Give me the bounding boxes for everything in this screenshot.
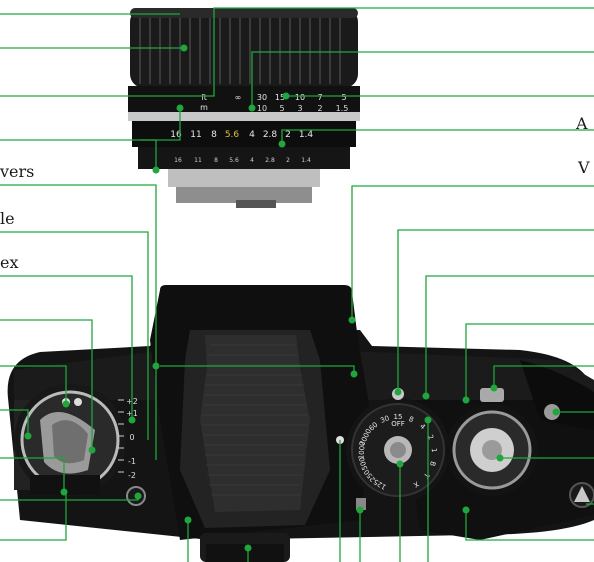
lens-distance-ft: ∞ [235, 93, 242, 102]
shutter-speed-mark: 15 [394, 413, 403, 421]
label-left-ex: ex [0, 253, 19, 272]
viewfinder-prism-icon [150, 285, 372, 562]
shutter-speed-mark: 4 [418, 422, 427, 431]
exposure-comp-mark: -2 [128, 471, 136, 480]
lens-aperture-small: 2 [286, 157, 290, 164]
lens-aperture-small: 4 [250, 157, 254, 164]
lens-aperture-large: 1.4 [299, 130, 314, 140]
label-left-le: le [0, 209, 15, 228]
lens-aperture-large: 2 [285, 130, 291, 140]
label-right-v: V [578, 158, 590, 177]
lens-distance-ft: 7 [317, 93, 322, 102]
leader-dots [24, 44, 560, 552]
lens-aperture-large: 16 [170, 130, 182, 140]
lens-aperture-large: 2.8 [263, 130, 278, 140]
lens-distance-ft: 5 [341, 93, 346, 102]
shutter-speed-mark: T [421, 470, 431, 480]
lens-aperture-small: 11 [194, 157, 202, 164]
shutter-speed-mark: 30 [379, 414, 390, 425]
lens-aperture-small: 16 [174, 157, 182, 164]
lens-aperture-large: 4 [249, 130, 255, 140]
shutter-speed-mark: 500 [358, 456, 370, 471]
label-right-a: A [576, 114, 588, 133]
lens-distance-ft: 15 [275, 93, 285, 102]
lens-distance-m: 10 [257, 104, 267, 113]
exposure-comp-mark: -1 [128, 457, 136, 466]
film-advance-lever-icon [446, 360, 594, 508]
shutter-speed-mark: X [412, 479, 420, 488]
label-left-vers: vers [0, 162, 35, 181]
exposure-comp-mark: 0 [129, 433, 134, 442]
shutter-speed-mark: 1 [430, 448, 438, 453]
lens-aperture-small: 8 [214, 157, 218, 164]
shutter-speed-mark: 1000 [357, 441, 366, 459]
shutter-speed-mark: 60 [368, 421, 380, 433]
lens-aperture-large: 8 [211, 130, 217, 140]
lens-aperture-large: 5.6 [225, 130, 240, 140]
lens-m-mark: m [200, 103, 208, 112]
lens-distance-ft: 30 [257, 93, 267, 102]
lens-aperture-large: 11 [190, 130, 201, 140]
shutter-speed-mark: 8 [408, 415, 415, 424]
shutter-center-label: OFF [391, 420, 405, 428]
lens-aperture-small: 1.4 [301, 157, 311, 164]
lens-distance-m: 3 [297, 104, 302, 113]
lens-icon [128, 8, 360, 208]
lens-distance-ft: 10 [295, 93, 305, 102]
shutter-speed-mark: B [428, 460, 437, 467]
rewind-crank-icon [14, 384, 146, 506]
lens-distance-m: 1.5 [336, 104, 349, 113]
shutter-speed-mark: 2 [426, 434, 435, 441]
lens-ft-mark: ft [201, 93, 207, 102]
lens-distance-m: 2 [317, 104, 322, 113]
lens-distance-m: 5 [279, 104, 284, 113]
lens-aperture-small: 2.8 [265, 157, 275, 164]
lens-aperture-small: 5.6 [229, 157, 239, 164]
